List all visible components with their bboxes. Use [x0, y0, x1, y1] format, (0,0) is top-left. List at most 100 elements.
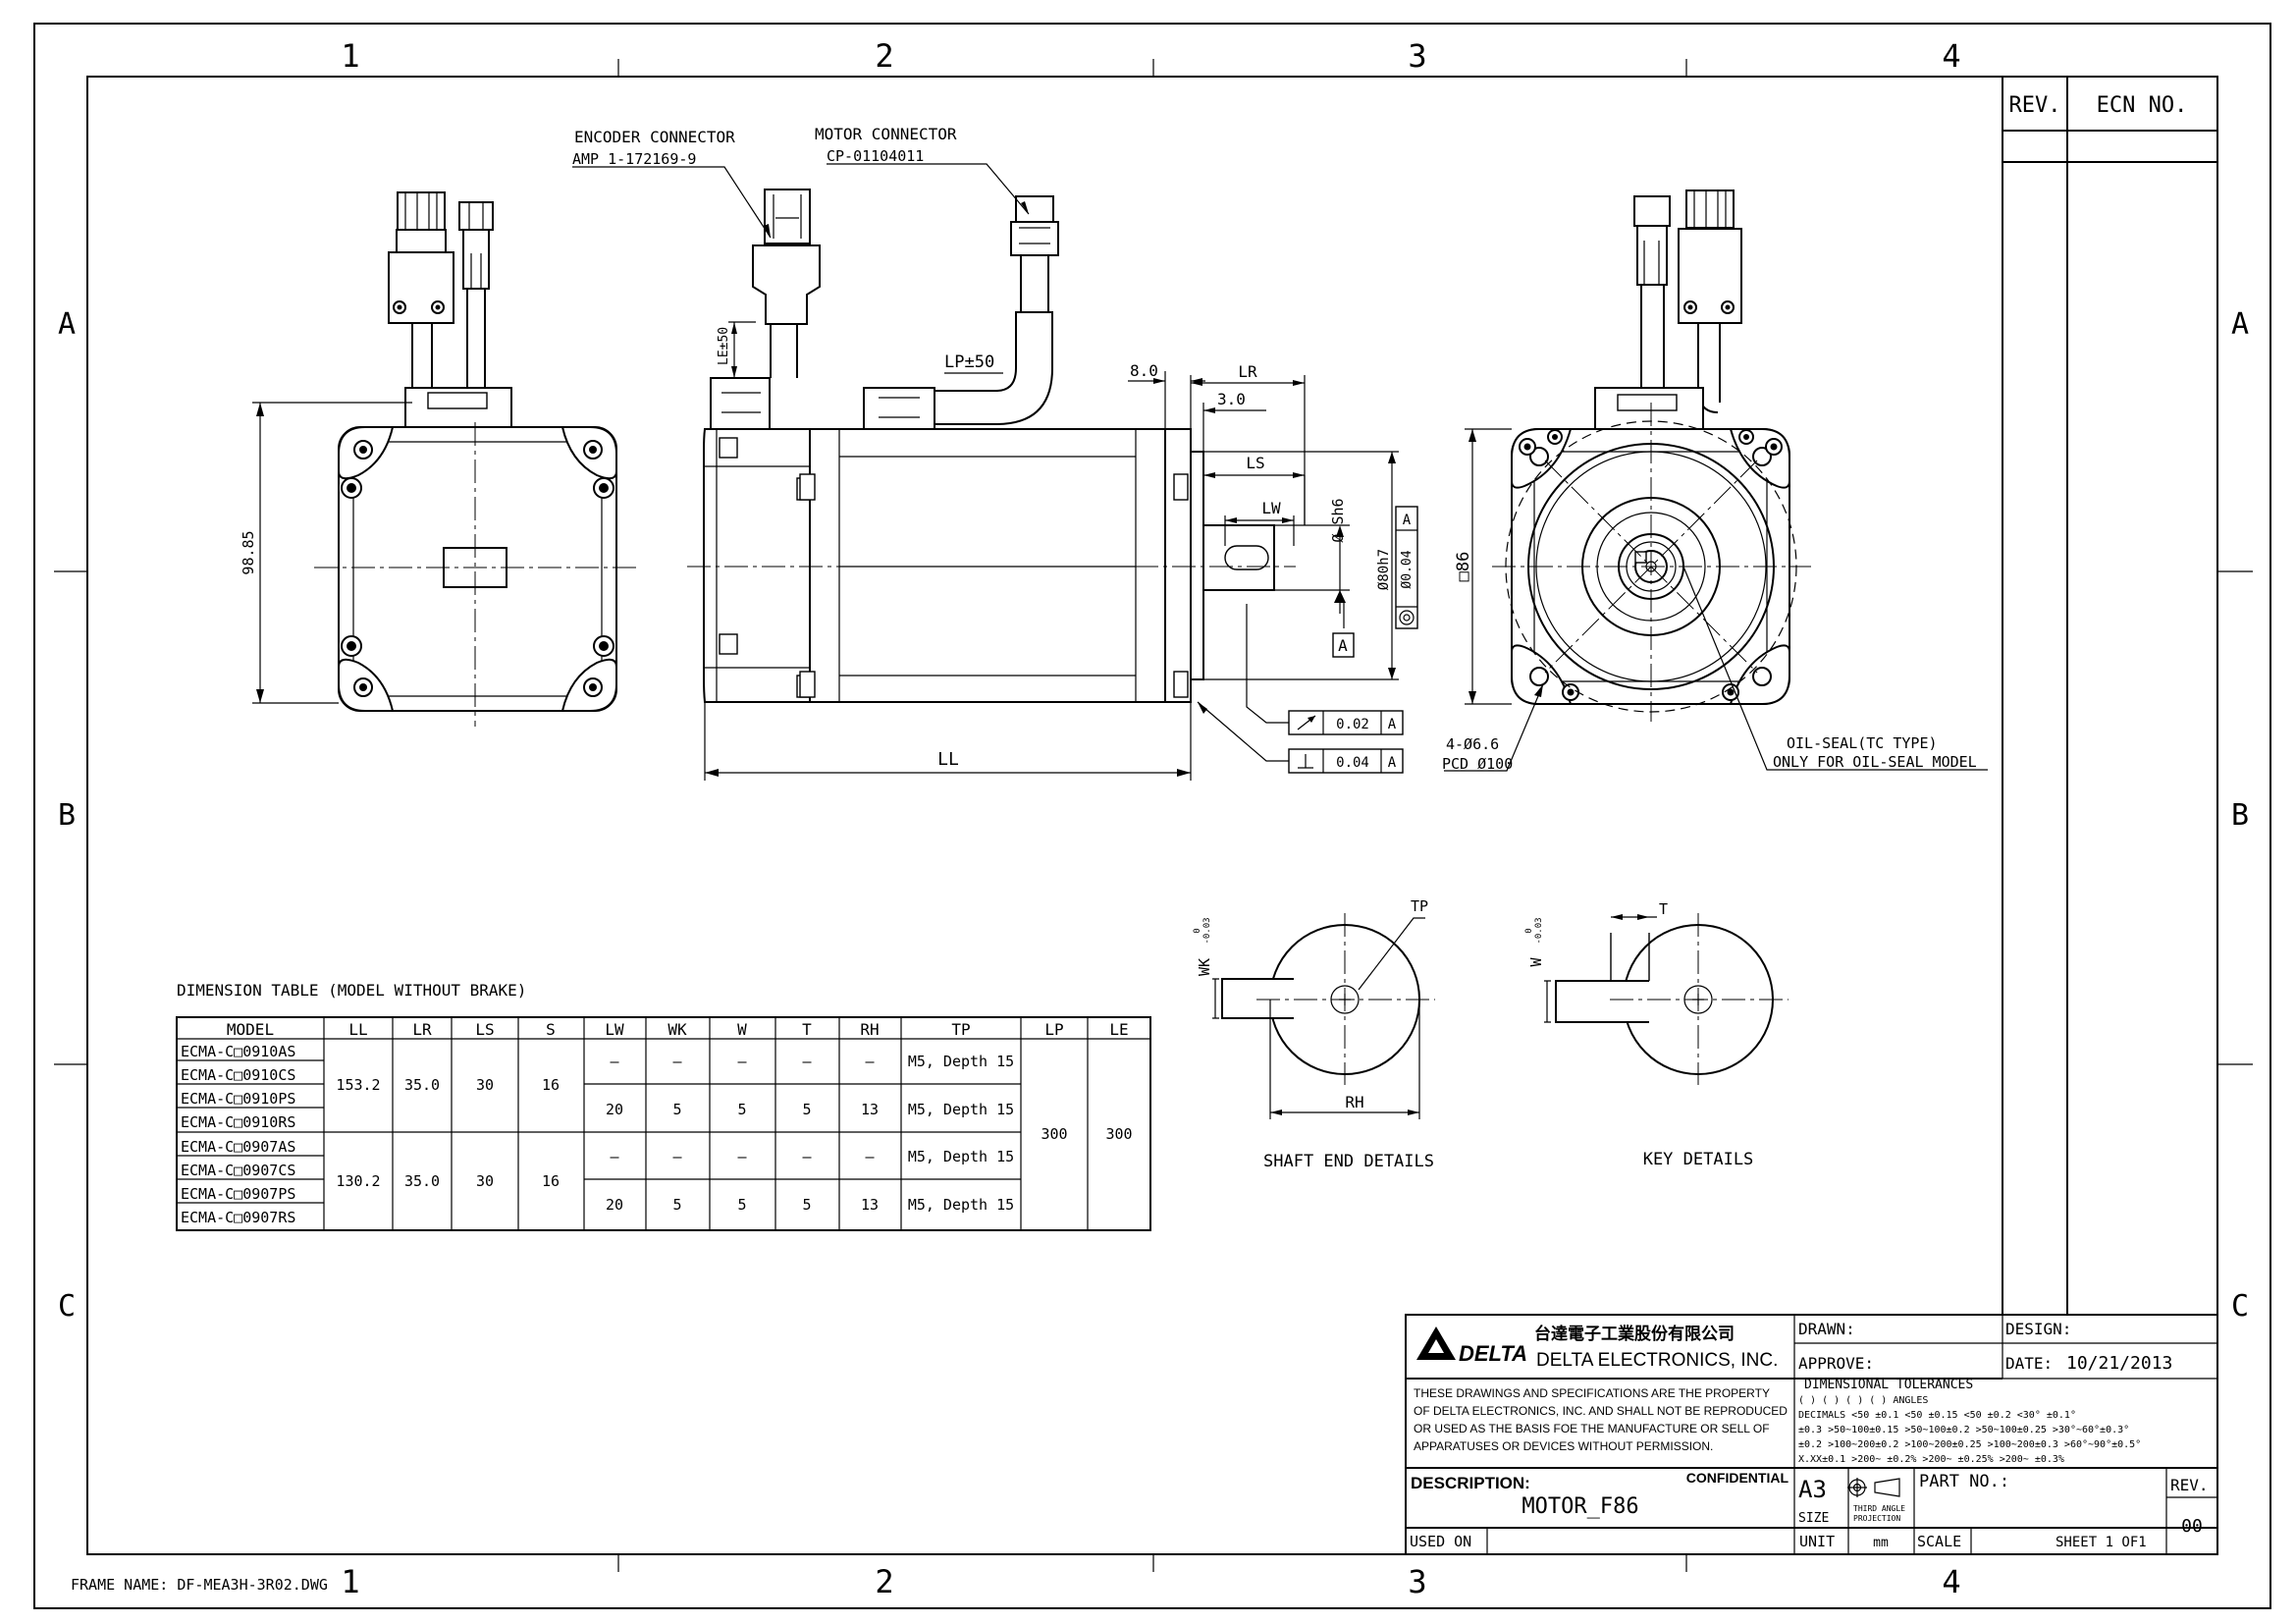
description-label: DESCRIPTION: — [1411, 1474, 1530, 1492]
dimension-table: DIMENSION TABLE (MODEL WITHOUT BRAKE) MO… — [176, 981, 1151, 1231]
key-details: T W 0 -0.03 KEY DETAILS — [1524, 900, 1789, 1169]
sheet-size: A3 — [1798, 1476, 1827, 1503]
dim-pcd: PCD Ø100 — [1442, 755, 1513, 773]
used-on-label: USED ON — [1410, 1533, 1471, 1550]
cell-t: — — [802, 1148, 812, 1165]
side-view: LL LE±50 LP±50 8.0 LR 3.0 LS LW Ø Sh6 A — [687, 189, 1418, 781]
cell-rh: — — [865, 1148, 875, 1165]
title-block: DELTA 台達電子工業股份有限公司 DELTA ELECTRONICS, IN… — [1405, 1314, 2218, 1555]
unit-value: mm — [1873, 1536, 1889, 1550]
dim-square: □86 — [1454, 552, 1473, 582]
dim-lp: LP±50 — [944, 352, 994, 372]
th-lr: LR — [412, 1020, 432, 1039]
model-cell: ECMA-C□0907RS — [181, 1209, 295, 1226]
drawn-label: DRAWN: — [1798, 1320, 1855, 1338]
tolerances-table: ( ) ( ) ( ) ( ) ANGLES DECIMALS <50 ±0.1… — [1798, 1395, 2141, 1465]
row-label-a-right: A — [2231, 307, 2249, 342]
front-view: □86 4-Ø6.6 PCD Ø100 OIL-SEAL(TC TYPE) ON… — [1442, 189, 1988, 773]
dim-ll: LL — [937, 749, 959, 770]
brand-logo: DELTA — [1459, 1341, 1527, 1366]
cell-rh: 13 — [861, 1101, 879, 1118]
row-label-c-right: C — [2231, 1289, 2249, 1324]
table-model-column: ECMA-C□0910AS ECMA-C□0910CS ECMA-C□0910P… — [181, 1043, 295, 1226]
cell-lr: 35.0 — [404, 1076, 440, 1094]
notice-line: OF DELTA ELECTRONICS, INC. AND SHALL NOT… — [1414, 1404, 1788, 1418]
third-angle-projection-icon — [1847, 1478, 1900, 1497]
cell-tp: M5, Depth 15 — [908, 1148, 1014, 1165]
confidential-label: CONFIDENTIAL — [1686, 1470, 1789, 1486]
notice-line: THESE DRAWINGS AND SPECIFICATIONS ARE TH… — [1414, 1386, 1770, 1400]
tolerances-title: DIMENSIONAL TOLERANCES — [1804, 1378, 1973, 1392]
cell-le: 300 — [1105, 1125, 1132, 1143]
wk-tol-bot: -0.03 — [1202, 917, 1212, 944]
col-label-4-top: 4 — [1942, 37, 1960, 75]
cell-wk: — — [672, 1053, 682, 1070]
oil-seal-label-2: ONLY FOR OIL-SEAL MODEL — [1773, 753, 1977, 771]
design-label: DESIGN: — [2005, 1320, 2071, 1338]
rev-value: 00 — [2181, 1516, 2203, 1537]
cell-tp: M5, Depth 15 — [908, 1101, 1014, 1118]
cell-ll: 153.2 — [336, 1076, 380, 1094]
motor-body — [809, 428, 1166, 703]
dim-lr: LR — [1238, 362, 1257, 381]
row-label-a-left: A — [58, 307, 76, 342]
model-cell: ECMA-C□0910AS — [181, 1043, 295, 1060]
th-ll: LL — [348, 1020, 367, 1039]
model-cell: ECMA-C□0910CS — [181, 1066, 295, 1084]
th-wk: WK — [667, 1020, 687, 1039]
col-label-4-bottom: 4 — [1942, 1563, 1960, 1600]
shaft-end-title: SHAFT END DETAILS — [1263, 1152, 1434, 1171]
datum-a: A — [1338, 636, 1348, 655]
cell-wk: — — [672, 1148, 682, 1165]
cell-t: 5 — [802, 1101, 811, 1118]
sheet-label: SHEET 1 OF1 — [2056, 1535, 2147, 1550]
cell-t: 5 — [802, 1196, 811, 1214]
perp-datum: A — [1388, 755, 1397, 771]
cell-lp: 300 — [1041, 1125, 1067, 1143]
dim-step: 3.0 — [1217, 390, 1246, 408]
th-tp: TP — [951, 1020, 970, 1039]
cell-s: 16 — [542, 1172, 560, 1190]
perpendicularity-frame — [1288, 748, 1404, 774]
dim-ls: LS — [1246, 454, 1264, 472]
cell-w: — — [737, 1053, 747, 1070]
th-s: S — [546, 1020, 556, 1039]
th-model: MODEL — [227, 1020, 274, 1039]
row-label-b-right: B — [2231, 798, 2249, 833]
col-label-3-top: 3 — [1408, 37, 1426, 75]
concentric-datum: A — [1403, 513, 1412, 528]
cell-w: 5 — [737, 1101, 746, 1118]
motor-connector-label: MOTOR CONNECTOR — [815, 125, 957, 143]
wk-tol-top: 0 — [1193, 928, 1202, 933]
encoder-plug-body — [397, 191, 446, 231]
revision-block: REV. ECN NO. — [2002, 77, 2217, 1315]
company-chinese: 台達電子工業股份有限公司 — [1534, 1324, 1735, 1343]
frame-name: FRAME NAME: DF-MEA3H-3R02.DWG — [71, 1576, 328, 1594]
w-label: W — [1527, 957, 1545, 967]
tp-label: TP — [1411, 897, 1428, 915]
notice-line: APPARATUSES OR DEVICES WITHOUT PERMISSIO… — [1414, 1439, 1713, 1453]
datum-a-box — [1332, 632, 1355, 658]
cell-w: 5 — [737, 1196, 746, 1214]
company-english: DELTA ELECTRONICS, INC. — [1536, 1350, 1778, 1371]
table-group-2: 130.2 35.0 30 16 — — — — — M5, Depth 15 … — [336, 1148, 1014, 1214]
projection-label: THIRD ANGLE — [1853, 1504, 1905, 1513]
w-tol-bot: -0.03 — [1534, 917, 1544, 944]
th-t: T — [802, 1020, 812, 1039]
property-notice: THESE DRAWINGS AND SPECIFICATIONS ARE TH… — [1414, 1386, 1788, 1453]
cell-lw: 20 — [606, 1101, 623, 1118]
th-ls: LS — [475, 1020, 494, 1039]
tol-row: DECIMALS <50 ±0.1 <50 ±0.15 <50 ±0.2 <30… — [1798, 1410, 2076, 1421]
part-no-label: PART NO.: — [1919, 1472, 2009, 1491]
table-header-row: MODEL LL LR LS S LW WK W T RH TP LP LE — [227, 1020, 1129, 1039]
cell-rh: — — [865, 1053, 875, 1070]
cell-lw: — — [610, 1148, 619, 1165]
cell-t: — — [802, 1053, 812, 1070]
cell-rh: 13 — [861, 1196, 879, 1214]
col-label-1-top: 1 — [341, 37, 359, 75]
sheet-border: 1 2 3 4 1 2 3 4 A B C A B C FRAME NAME: … — [33, 23, 2271, 1609]
motor-connector-part: CP-01104011 — [827, 147, 924, 165]
encoder-cover — [703, 428, 811, 703]
t-label: T — [1659, 900, 1668, 918]
